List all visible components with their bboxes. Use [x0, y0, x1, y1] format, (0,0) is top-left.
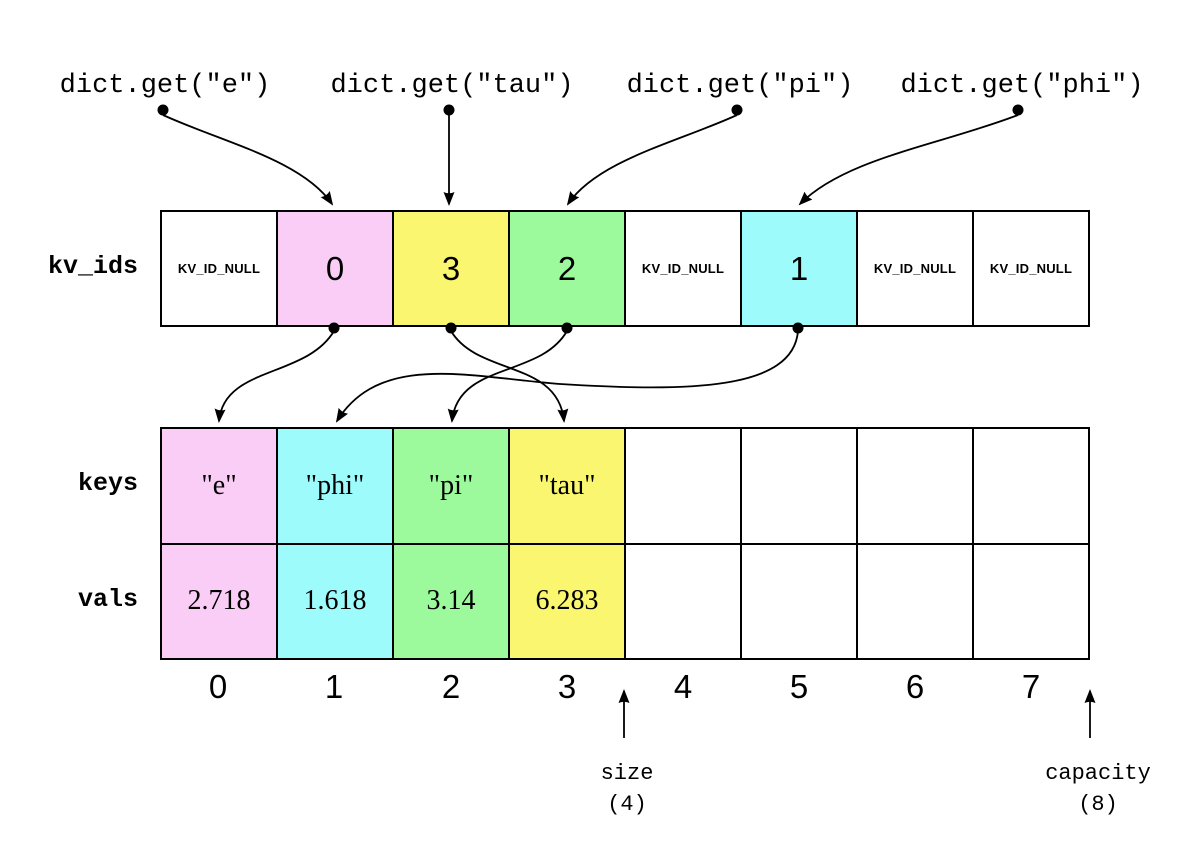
capacity-value: (8)	[1078, 792, 1118, 817]
kv-ids-cell-3-value: 2	[557, 249, 577, 287]
arrow-query-pi-to-slot-3	[566, 114, 738, 206]
kv-ids-cell-4: KV_ID_NULL	[626, 212, 742, 325]
index-label-6: 6	[905, 668, 925, 705]
vals-cell-3: 6.283	[510, 544, 626, 658]
index-label-2: 2	[441, 668, 461, 705]
vals-cell-5	[742, 544, 858, 658]
vals-cell-7	[974, 544, 1088, 658]
kv-ids-cell-2-value: 3	[441, 249, 461, 287]
kv-ids-cell-5-value: 1	[789, 249, 809, 287]
query-label-e: dict.get("e")	[59, 71, 271, 101]
index-label-0: 0	[208, 668, 228, 705]
arrow-slot1-to-entry-0	[214, 330, 335, 423]
kv-ids-cell-1-value: 0	[325, 249, 345, 287]
arrow-slot2-to-entry-3	[450, 330, 569, 423]
kv-ids-array: KV_ID_NULL 0 3 2 KV_ID_NULL 1 KV_ID_NULL…	[160, 210, 1090, 327]
kv-ids-cell-6-value: KV_ID_NULL	[873, 261, 957, 276]
capacity-label: capacity	[1045, 761, 1151, 786]
keys-cell-0-value: "e"	[201, 469, 237, 501]
index-label-5: 5	[789, 668, 809, 705]
dot-query-phi	[1012, 104, 1024, 116]
vals-cell-2: 3.14	[394, 544, 510, 658]
size-value: (4)	[607, 792, 647, 817]
keys-cell-1: "phi"	[278, 429, 394, 543]
vals-row-label: vals	[77, 585, 138, 614]
query-label-phi: dict.get("phi")	[900, 71, 1144, 101]
index-label-7: 7	[1021, 668, 1041, 705]
keys-cell-3: "tau"	[510, 429, 626, 543]
keys-cell-1-value: "phi"	[305, 469, 365, 501]
arrow-slot5-to-entry-1	[335, 330, 799, 423]
keys-cell-4	[626, 429, 742, 543]
keys-cell-7	[974, 429, 1088, 543]
keys-cell-2-value: "pi"	[428, 469, 474, 501]
keys-cell-3-value: "tau"	[538, 469, 596, 501]
vals-cell-6	[858, 544, 974, 658]
kv-ids-cell-7: KV_ID_NULL	[974, 212, 1088, 325]
dot-query-pi	[731, 104, 743, 116]
kv-ids-cell-7-value: KV_ID_NULL	[989, 261, 1073, 276]
kv-ids-cell-1: 0	[278, 212, 394, 325]
query-label-tau: dict.get("tau")	[330, 71, 574, 101]
keys-cell-5	[742, 429, 858, 543]
kv-ids-cell-0-value: KV_ID_NULL	[177, 261, 261, 276]
index-label-1: 1	[324, 668, 344, 705]
vals-cell-3-value: 6.283	[535, 585, 599, 617]
keys-cell-2: "pi"	[394, 429, 510, 543]
kv-ids-cell-6: KV_ID_NULL	[858, 212, 974, 325]
kv-ids-row-label: kv_ids	[47, 252, 138, 281]
kv-ids-cell-3: 2	[510, 212, 626, 325]
keys-row-label: keys	[77, 469, 138, 498]
index-label-3: 3	[557, 668, 577, 705]
arrow-query-phi-to-slot-5	[798, 114, 1019, 206]
vals-cell-2-value: 3.14	[426, 585, 476, 617]
keys-cell-6	[858, 429, 974, 543]
vals-cell-0-value: 2.718	[187, 585, 251, 617]
vals-cell-1-value: 1.618	[303, 585, 367, 617]
arrow-query-e-to-slot-1	[162, 114, 334, 206]
dot-query-e	[157, 104, 169, 116]
dot-query-tau	[443, 104, 455, 116]
vals-row: 2.718 1.618 3.14 6.283	[162, 544, 1088, 658]
keys-cell-0: "e"	[162, 429, 278, 543]
kv-ids-cell-5: 1	[742, 212, 858, 325]
size-label: size	[600, 761, 654, 786]
vals-cell-0: 2.718	[162, 544, 278, 658]
query-label-pi: dict.get("pi")	[626, 71, 854, 101]
kv-ids-cell-0: KV_ID_NULL	[162, 212, 278, 325]
index-label-4: 4	[673, 668, 693, 705]
keys-row: "e" "phi" "pi" "tau"	[162, 429, 1088, 545]
keys-vals-array: "e" "phi" "pi" "tau" 2.718 1.618 3.14 6.…	[160, 427, 1090, 660]
vals-cell-4	[626, 544, 742, 658]
kv-ids-cell-2: 3	[394, 212, 510, 325]
vals-cell-1: 1.618	[278, 544, 394, 658]
kv-ids-cell-4-value: KV_ID_NULL	[641, 261, 725, 276]
arrow-slot3-to-entry-2	[447, 330, 568, 423]
